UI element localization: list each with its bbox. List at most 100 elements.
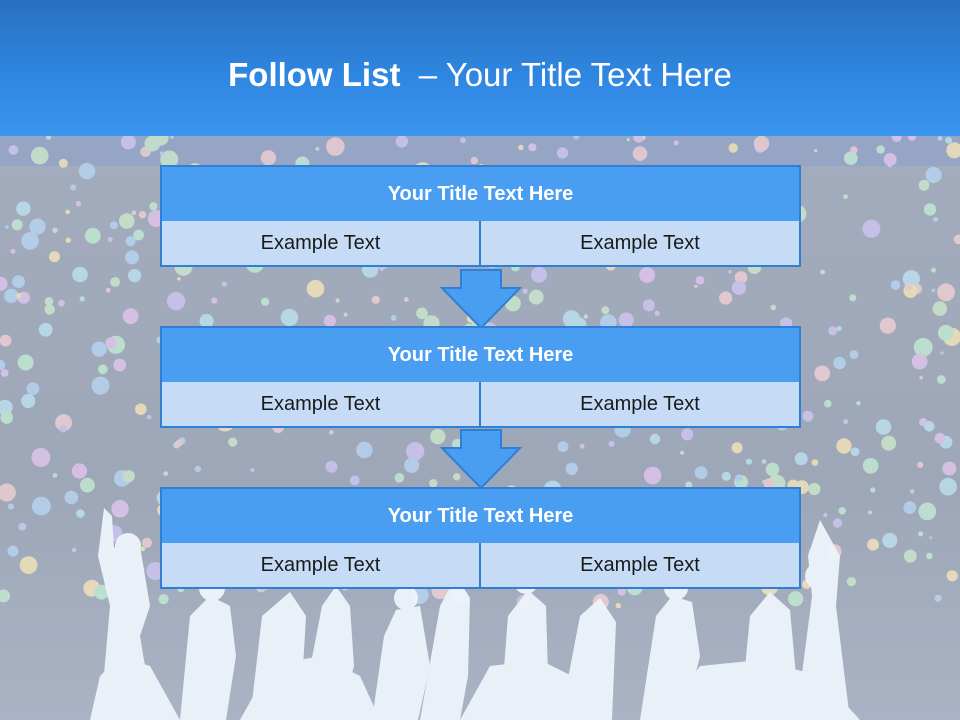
confetti-dot — [734, 271, 748, 284]
confetti-dot — [844, 151, 858, 165]
confetti-dot — [946, 142, 960, 159]
confetti-dot — [694, 466, 708, 480]
block-cell-right: Example Text — [479, 543, 801, 589]
confetti-dot — [5, 225, 9, 229]
confetti-dot — [125, 236, 136, 247]
confetti-dot — [228, 437, 238, 447]
block-cell-right: Example Text — [479, 221, 801, 267]
confetti-dot — [58, 158, 68, 168]
slide-title-bold: Follow List — [228, 56, 401, 93]
confetti-dot — [177, 277, 181, 281]
confetti-dot — [522, 288, 528, 294]
confetti-dot — [70, 184, 77, 191]
confetti-dot — [58, 299, 65, 307]
confetti-dot — [175, 439, 183, 447]
block-cell-left: Example Text — [160, 543, 481, 589]
confetti-dot — [7, 545, 19, 557]
confetti-dot — [618, 312, 634, 328]
confetti-dot — [832, 518, 843, 528]
confetti-dot — [0, 276, 8, 291]
confetti-dot — [565, 462, 578, 475]
confetti-dot — [109, 221, 118, 230]
confetti-dot — [617, 587, 626, 596]
confetti-dot — [131, 210, 137, 216]
confetti-dot — [140, 546, 146, 552]
confetti-dot — [891, 136, 902, 142]
confetti-dot — [814, 365, 831, 382]
confetti-dot — [649, 433, 661, 445]
confetti-dot — [356, 441, 373, 459]
confetti-dot — [937, 136, 943, 141]
confetti-dot — [932, 301, 948, 316]
confetti-dot — [38, 322, 53, 337]
confetti-dot — [0, 589, 11, 603]
block-cell-left: Example Text — [160, 382, 481, 428]
confetti-dot — [394, 473, 405, 483]
confetti-dot — [59, 424, 67, 433]
confetti-dot — [79, 296, 85, 302]
confetti-dot — [146, 562, 165, 580]
confetti-dot — [107, 237, 113, 242]
confetti-dot — [329, 430, 334, 435]
confetti-dot — [122, 308, 139, 325]
confetti-dot — [933, 217, 939, 222]
confetti-dot — [867, 538, 879, 551]
confetti-dot — [925, 166, 942, 184]
confetti-dot — [16, 201, 31, 216]
block-cell-right: Example Text — [479, 382, 801, 428]
confetti-dot — [146, 414, 152, 420]
block-title: Your Title Text Here — [160, 165, 801, 223]
confetti-dot — [838, 507, 846, 515]
confetti-dot — [0, 411, 13, 424]
confetti-dot — [694, 284, 698, 289]
confetti-dot — [632, 146, 648, 161]
slide-title-rest: – Your Title Text Here — [400, 56, 732, 93]
confetti-dot — [149, 202, 158, 211]
confetti-dot — [849, 350, 859, 359]
confetti-dot — [919, 376, 923, 380]
confetti-dot — [0, 359, 6, 371]
confetti-dot — [194, 465, 201, 473]
confetti-dot — [0, 369, 9, 377]
confetti-dot — [94, 584, 110, 600]
confetti-dot — [940, 351, 944, 355]
confetti-dot — [917, 461, 924, 468]
confetti-dot — [673, 140, 679, 146]
confetti-dot — [820, 269, 826, 275]
confetti-dot — [7, 503, 14, 510]
confetti-dot — [416, 307, 428, 320]
confetti-dot — [934, 432, 946, 444]
confetti-dot — [904, 283, 912, 291]
confetti-dot — [731, 280, 747, 295]
confetti-dot — [808, 482, 821, 496]
confetti-dot — [926, 552, 933, 560]
confetti-dot — [395, 136, 408, 148]
confetti-dot — [211, 297, 218, 304]
confetti-dot — [80, 477, 95, 493]
confetti-dot — [65, 237, 72, 243]
confetti-dot — [71, 463, 87, 479]
confetti-dot — [159, 151, 165, 156]
confetti-dot — [18, 522, 27, 531]
confetti-dot — [654, 310, 660, 316]
confetti-dot — [903, 501, 917, 514]
confetti-dot — [160, 150, 179, 169]
confetti-dot — [924, 421, 935, 432]
confetti-dot — [52, 473, 58, 478]
confetti-dot — [528, 289, 544, 305]
confetti-dot — [170, 136, 174, 139]
confetti-dot — [881, 435, 897, 451]
confetti-dot — [562, 310, 581, 328]
confetti-dot — [802, 410, 814, 422]
confetti-dot — [937, 283, 955, 302]
confetti-dot — [731, 442, 743, 454]
confetti-dot — [850, 146, 858, 154]
confetti-dot — [735, 474, 743, 482]
confetti-dot — [719, 291, 733, 305]
confetti-dot — [883, 153, 897, 166]
confetti-dot — [97, 364, 108, 375]
confetti-dot — [903, 549, 917, 563]
confetti-dot — [167, 292, 186, 311]
confetti-dot — [934, 594, 942, 602]
